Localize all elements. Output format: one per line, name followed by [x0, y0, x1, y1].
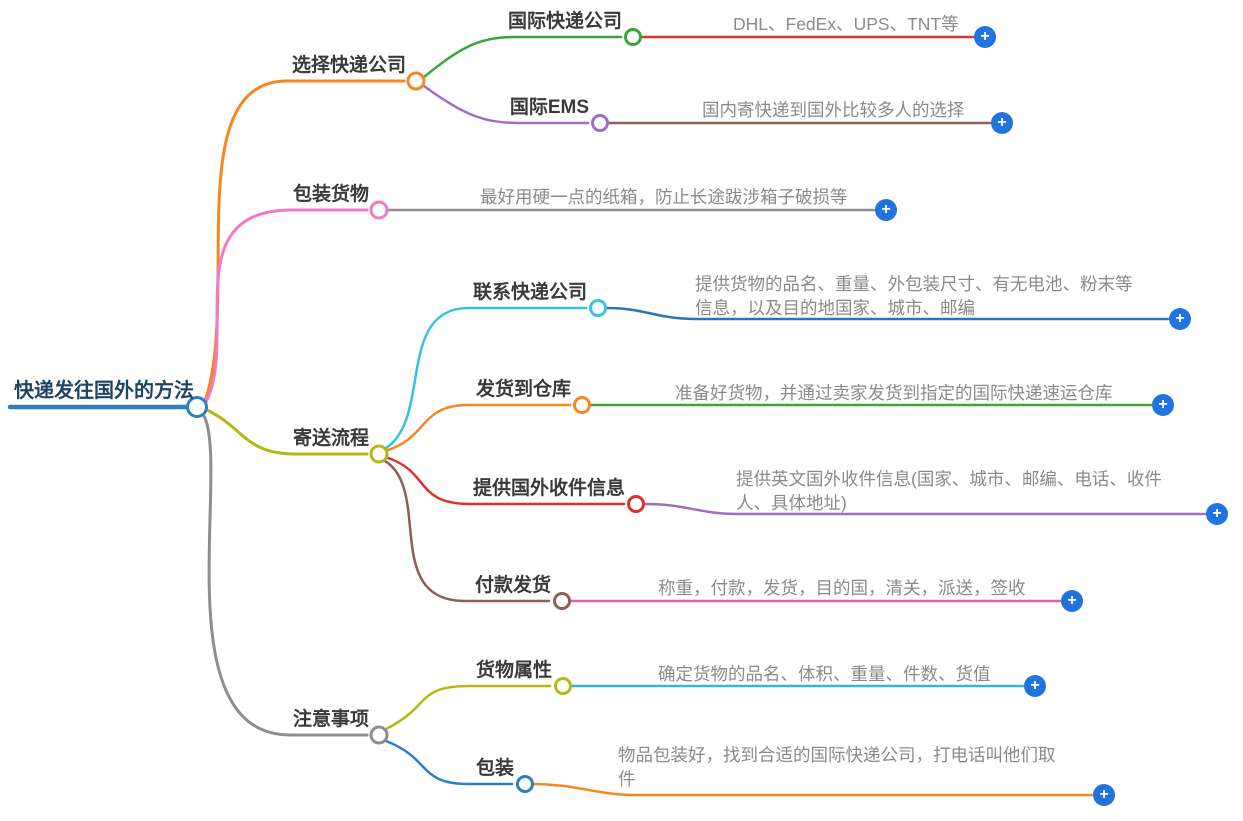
leaf-text-line: 件 — [618, 769, 636, 789]
node-label-goods-attributes[interactable]: 货物属性 — [475, 660, 552, 681]
leaf-text-ship-to-warehouse[interactable]: 准备好货物，并通过卖家发货到指定的国际快递速运仓库 — [675, 383, 1113, 403]
edge-goods-attributes — [384, 684, 552, 731]
node-label-packing[interactable]: 包装 — [475, 758, 514, 779]
node-label-notes[interactable]: 注意事项 — [292, 709, 369, 730]
node-label-pay-and-ship[interactable]: 付款发货 — [474, 575, 551, 596]
leaf-text-contact-company[interactable]: 提供货物的品名、重量、外包装尺寸、有无电池、粉末等 信息，以及目的地国家、城市、… — [695, 272, 1133, 320]
leaf-text-intl-express-company[interactable]: DHL、FedEx、UPS、TNT等 — [733, 14, 959, 34]
node-label-shipping-process[interactable]: 寄送流程 — [292, 428, 369, 449]
edge-packing — [384, 739, 514, 786]
node-circle-pack-goods[interactable] — [369, 200, 389, 220]
edge-ship-to-warehouse — [386, 403, 572, 452]
leaf-text-line: 信息，以及目的地国家、城市、邮编 — [695, 298, 975, 318]
edge-recipient-info — [386, 456, 626, 506]
node-circle-recipient-info[interactable] — [627, 495, 645, 513]
expand-button-ship-to-warehouse[interactable]: + — [1152, 394, 1174, 416]
node-circle-intl-ems[interactable] — [591, 114, 609, 132]
edge-notes — [201, 412, 369, 737]
leaf-text-pack-goods[interactable]: 最好用硬一点的纸箱，防止长途跋涉箱子破损等 — [480, 187, 848, 207]
expand-button-pack-goods[interactable]: + — [875, 199, 897, 221]
node-circle-ship-to-warehouse[interactable] — [573, 396, 591, 414]
node-label-contact-company[interactable]: 联系快递公司 — [472, 282, 587, 303]
node-label-intl-ems[interactable]: 国际EMS — [509, 97, 589, 118]
leaf-line-contact-company — [604, 306, 1170, 321]
edge-pack-goods — [203, 208, 369, 406]
node-label-ship-to-warehouse[interactable]: 发货到仓库 — [475, 379, 571, 400]
edge-choose-company — [203, 79, 406, 403]
expand-button-intl-ems[interactable]: + — [991, 112, 1013, 134]
node-label-intl-express-company[interactable]: 国际快递公司 — [507, 11, 622, 32]
node-circle-packing[interactable] — [516, 775, 534, 793]
node-circle-notes[interactable] — [369, 725, 389, 745]
expand-button-goods-attributes[interactable]: + — [1024, 675, 1046, 697]
node-label-pack-goods[interactable]: 包装货物 — [292, 184, 369, 205]
node-circle-goods-attributes[interactable] — [554, 677, 572, 695]
leaf-text-packing[interactable]: 物品包装好，找到合适的国际快递公司，打电话叫他们取 件 — [618, 743, 1056, 791]
node-label-choose-company[interactable]: 选择快递公司 — [291, 55, 406, 76]
leaf-text-line: 提供英文国外收件信息(国家、城市、邮编、电话、收件 — [736, 469, 1162, 489]
leaf-text-line: 物品包装好，找到合适的国际快递公司，打电话叫他们取 — [618, 745, 1056, 765]
edge-shipping-process — [203, 407, 369, 456]
leaf-text-line: 人、具体地址) — [736, 493, 847, 513]
node-circle-choose-company[interactable] — [406, 71, 426, 91]
node-label-recipient-info[interactable]: 提供国外收件信息 — [472, 478, 625, 499]
edge-contact-company — [384, 306, 588, 450]
expand-button-packing[interactable]: + — [1093, 784, 1115, 806]
node-circle-pay-and-ship[interactable] — [553, 592, 571, 610]
edge-pay-and-ship — [383, 459, 551, 603]
leaf-text-pay-and-ship[interactable]: 称重，付款，发货，目的国，清关，派送，签收 — [658, 578, 1026, 598]
expand-button-pay-and-ship[interactable]: + — [1061, 590, 1083, 612]
expand-button-intl-express-company[interactable]: + — [974, 26, 996, 48]
edge-intl-ems — [422, 84, 590, 125]
leaf-text-line: 提供货物的品名、重量、外包装尺寸、有无电池、粉末等 — [695, 274, 1133, 294]
node-circle-root[interactable] — [186, 396, 208, 418]
leaf-text-intl-ems[interactable]: 国内寄快递到国外比较多人的选择 — [702, 100, 965, 120]
root-node-label[interactable]: 快递发往国外的方法 — [14, 380, 194, 402]
expand-button-contact-company[interactable]: + — [1169, 308, 1191, 330]
leaf-line-recipient-info — [642, 502, 1207, 516]
leaf-text-goods-attributes[interactable]: 确定货物的品名、体积、重量、件数、货值 — [658, 664, 991, 684]
expand-button-recipient-info[interactable]: + — [1206, 503, 1228, 525]
leaf-text-recipient-info[interactable]: 提供英文国外收件信息(国家、城市、邮编、电话、收件 人、具体地址) — [736, 467, 1162, 515]
leaf-line-packing — [531, 782, 1094, 797]
node-circle-intl-express-company[interactable] — [624, 28, 642, 46]
node-circle-contact-company[interactable] — [589, 299, 607, 317]
edge-intl-express-company — [422, 35, 623, 79]
node-circle-shipping-process[interactable] — [369, 444, 389, 464]
